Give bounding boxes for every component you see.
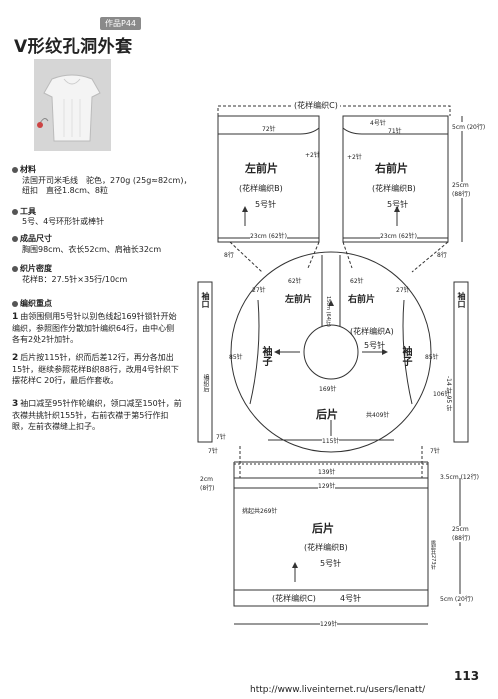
right-front-pattern: (花样编织B): [372, 184, 416, 193]
yoke-left-front-label: 左前片: [285, 295, 313, 305]
dim-25cm-bottom: 25cm (88行): [452, 526, 478, 542]
pattern-c-bottom-label: (花样编织C): [272, 594, 316, 603]
yoke-needle-label: 5号针: [364, 341, 386, 350]
left-cuff-sub: 编织后: [202, 374, 209, 392]
count-169-label: 169针: [319, 386, 337, 393]
dim-5cm-label: 5cm (20行): [452, 122, 486, 131]
bullet-icon: [12, 265, 18, 272]
count-129-bottom: 129针: [320, 619, 338, 628]
count-139-label: 139针: [318, 467, 336, 476]
yoke-right-front-label: 右前片: [348, 295, 376, 305]
product-photo: [34, 59, 111, 151]
count-62-left: 62针: [288, 278, 302, 285]
size-text: 胸围98cm、衣长52cm、肩袖长32cm: [22, 245, 162, 254]
count-85-right: 85针: [425, 354, 439, 361]
pattern-a-label: (花样编织A): [350, 327, 394, 336]
count-115-label: 115针: [322, 436, 340, 445]
count-106-label: 106针: [433, 391, 451, 398]
dim-23cm-right: 23cm (62针): [380, 231, 418, 240]
back-pattern: (花样编织B): [304, 543, 348, 552]
gauge-text: 花样B：27.5针×35行/10cm: [22, 275, 128, 284]
plus2-right-label: +2针: [347, 154, 362, 161]
dim-3-5cm-label: 3.5cm (12行): [440, 474, 479, 481]
dim-5cm-bottom: 5cm (20行): [440, 594, 474, 603]
dim-15cm-label: 15cm (64行): [325, 296, 331, 327]
left-front-pattern: (花样编织B): [239, 184, 283, 193]
rows-8-left: 8行: [224, 252, 234, 259]
left-sleeve-label: 袖子: [260, 346, 271, 366]
count-7-left-b: 7针: [208, 448, 218, 455]
left-cuff-label: 袖口: [201, 292, 210, 308]
left-front-panel: [217, 115, 320, 243]
right-front-panel: [342, 115, 449, 243]
pattern-c-top-label: (花样编织C): [292, 100, 340, 111]
count-62-right: 62针: [350, 278, 364, 285]
yoke-outer: [230, 251, 432, 453]
page-title: V形纹孔洞外套: [14, 37, 133, 57]
dim-23cm-left: 23cm (62针): [250, 231, 288, 240]
materials-heading: 材料: [12, 164, 36, 175]
width-72-label: 72针: [262, 126, 276, 133]
left-front-title: 左前片: [245, 162, 278, 175]
width-71-label: 71针: [388, 128, 402, 135]
rows-8-right: 8行: [437, 252, 447, 259]
yoke-back-label: 后片: [316, 408, 338, 421]
tools-heading: 工具: [12, 206, 36, 217]
right-cuff: [453, 281, 469, 443]
bottom-needle-label: 4号针: [340, 594, 362, 603]
materials-text: 法国开司米毛线 驼色，270g (25g≈82cm)， 纽扣 直径1.8cm、8…: [22, 176, 191, 196]
dim-25cm-label: 25cm (88行): [452, 182, 478, 198]
gauge-heading: 织片密度: [12, 263, 52, 274]
back-needle: 5号针: [320, 559, 342, 568]
work-tag: 作品P44: [100, 17, 142, 30]
needle-4-label: 4号针: [370, 120, 386, 127]
size-heading: 成品尺寸: [12, 233, 52, 244]
bullet-icon: [12, 166, 18, 173]
right-cuff-dims: -14 针 95 针: [445, 376, 452, 412]
bullet-icon: [12, 300, 18, 307]
count-269-label: 挑起共269针: [242, 508, 278, 515]
back-title: 后片: [312, 522, 334, 535]
materials-line: 法国开司米毛线 驼色，270g (25g≈82cm)，: [22, 176, 192, 185]
count-7-right: 7针: [430, 448, 440, 455]
right-front-needle: 5号针: [387, 200, 409, 209]
count-85-left: 85针: [229, 354, 243, 361]
tools-text: 5号、4号环形针或棒针: [22, 217, 105, 226]
page-number: 113: [454, 669, 480, 683]
materials-line: 纽扣 直径1.8cm、8粒: [22, 186, 109, 195]
count-409-label: 共409针: [366, 412, 390, 419]
left-front-needle: 5号针: [255, 200, 277, 209]
yoke-neck: [303, 324, 359, 380]
count-273-label: 挑起共273针: [430, 540, 436, 570]
count-27-left: 27针: [252, 287, 266, 294]
count-7-left: 7针: [216, 434, 226, 441]
dim-2cm-label: 2cm (8行): [200, 476, 215, 492]
count-27-right: 27针: [396, 287, 410, 294]
left-cuff: [197, 281, 213, 443]
right-sleeve-label: 袖子: [400, 346, 411, 366]
right-cuff-label: 袖口: [457, 292, 466, 308]
points-heading: 编织重点: [12, 298, 52, 309]
source-url: http://www.liveinternet.ru/users/lenatt/: [250, 685, 426, 695]
bullet-icon: [12, 235, 18, 242]
right-front-title: 右前片: [375, 162, 408, 175]
cardigan-photo-icon: [34, 59, 111, 151]
plus2-left-label: +2针: [305, 152, 320, 159]
count-129-top: 129针: [318, 481, 336, 490]
bullet-icon: [12, 208, 18, 215]
